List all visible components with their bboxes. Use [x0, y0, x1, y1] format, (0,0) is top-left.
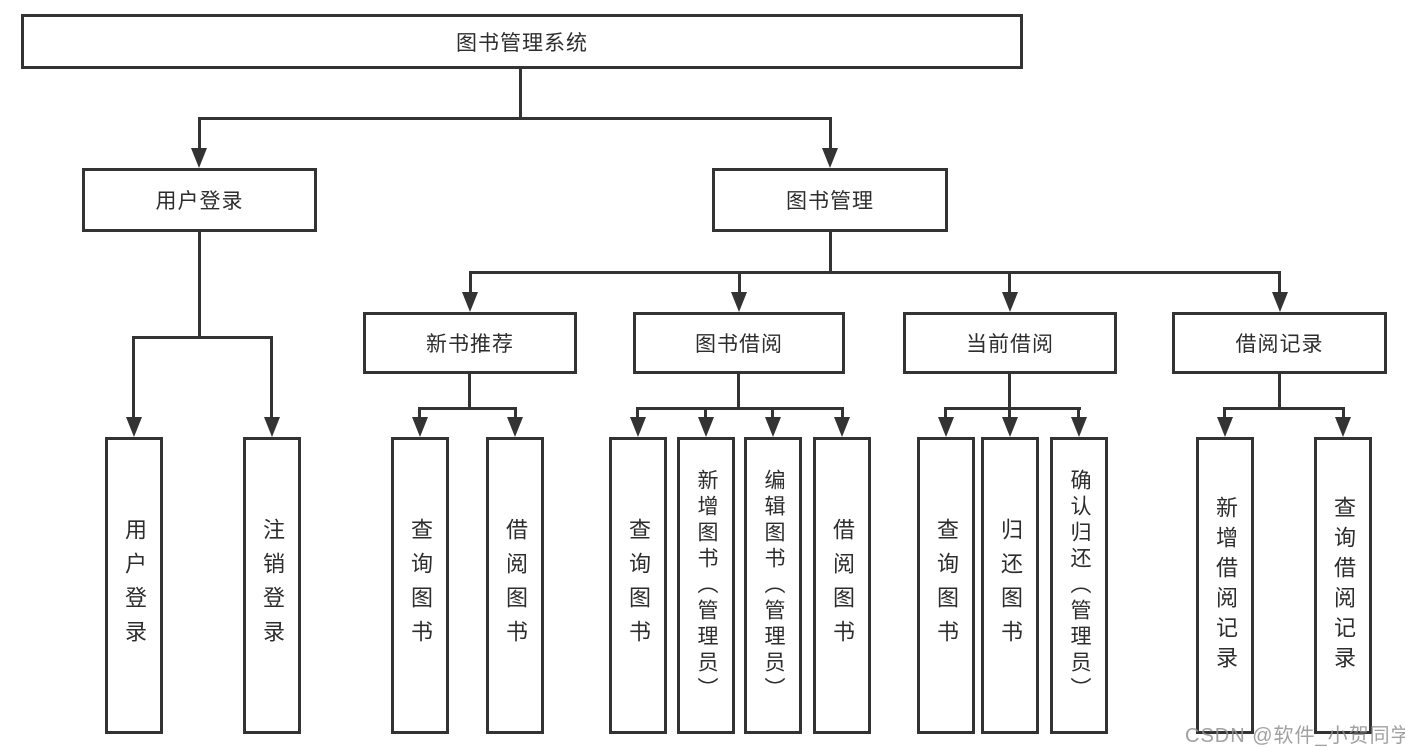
connector-root-stem — [519, 69, 522, 117]
connector-drop-bb-edit — [771, 407, 774, 419]
leaf-user-login: 用户登录 — [105, 437, 163, 734]
arrow-to-rec-query — [1335, 417, 1351, 437]
connector-userlogin-stem — [198, 232, 201, 336]
node-new-book-recommend-label: 新书推荐 — [426, 333, 514, 356]
leaf-borrow-borrow-books: 借阅图书 — [813, 437, 871, 734]
node-root-label: 图书管理系统 — [456, 31, 588, 55]
connector-drop-bookborrow — [738, 271, 741, 294]
node-book-borrow-label: 图书借阅 — [695, 333, 783, 356]
connector-drop-nb-borrow — [514, 407, 517, 419]
leaf-borrow-edit-books-admin: 编辑图书（管理员） — [744, 437, 802, 734]
connector-drop-cb-query — [944, 407, 947, 419]
arrow-to-cb-confirm — [1071, 417, 1087, 437]
connector-currentborrow-stem — [1008, 374, 1011, 407]
arrow-to-newbook — [462, 292, 478, 312]
connector-drop-cb-confirm — [1077, 407, 1080, 419]
arrow-to-leaf-logout — [264, 417, 280, 437]
arrow-to-bb-edit — [765, 417, 781, 437]
connector-newbook-stem — [468, 374, 471, 407]
connector-drop-cb-return — [1008, 407, 1011, 419]
connector-drop-bb-query — [636, 407, 639, 419]
connector-drop-leaf-logout — [270, 336, 273, 419]
connector-currentborrow-bar — [944, 407, 1081, 410]
connector-bookborrow-bar — [636, 407, 844, 410]
node-borrow-records-label: 借阅记录 — [1235, 333, 1324, 356]
arrow-to-book-mgmt — [822, 148, 838, 168]
arrow-to-bookborrow — [731, 292, 747, 312]
leaf-logout-login: 注销登录 — [243, 437, 301, 734]
arrow-to-bb-add — [698, 417, 714, 437]
arrow-to-rec-add — [1217, 417, 1233, 437]
arrow-to-cb-query — [938, 417, 954, 437]
connector-drop-user-login — [198, 117, 201, 150]
arrow-to-nb-query — [412, 417, 428, 437]
leaf-newbook-query-books: 查询图书 — [391, 437, 449, 734]
arrow-to-leaf-login — [126, 417, 142, 437]
leaf-records-add-record: 新增借阅记录 — [1196, 437, 1254, 734]
node-user-login-label: 用户登录 — [155, 190, 244, 213]
connector-drop-newbook — [469, 271, 472, 294]
node-book-management: 图书管理 — [712, 168, 948, 232]
connector-drop-currentborrow — [1008, 271, 1011, 294]
arrow-to-records — [1272, 292, 1288, 312]
connector-root-bar — [198, 117, 832, 120]
arrow-to-nb-borrow — [507, 417, 523, 437]
connector-bookmgmt-stem — [829, 232, 832, 271]
node-new-book-recommend: 新书推荐 — [363, 312, 577, 374]
leaf-current-confirm-return-admin: 确认归还（管理员） — [1050, 437, 1108, 734]
leaf-current-return-books: 归还图书 — [981, 437, 1039, 734]
leaf-borrow-add-books-admin: 新增图书（管理员） — [677, 437, 735, 734]
connector-bookborrow-stem — [737, 374, 740, 407]
connector-drop-leaf-login — [132, 336, 135, 419]
connector-drop-nb-query — [418, 407, 421, 419]
connector-records-bar — [1223, 407, 1345, 410]
connector-drop-bb-add — [704, 407, 707, 419]
leaf-current-query-books: 查询图书 — [917, 437, 975, 734]
arrow-to-user-login — [191, 148, 207, 168]
csdn-watermark: CSDN @软件_小贺同学 — [1185, 725, 1405, 747]
connector-drop-rec-add — [1223, 407, 1226, 419]
connector-bookmgmt-bar — [469, 271, 1281, 274]
connector-drop-records — [1278, 271, 1281, 294]
node-current-borrow-label: 当前借阅 — [966, 333, 1054, 356]
node-borrow-records: 借阅记录 — [1172, 312, 1387, 374]
arrow-to-currentborrow — [1002, 292, 1018, 312]
connector-records-stem — [1278, 374, 1281, 407]
node-current-borrow: 当前借阅 — [903, 312, 1117, 374]
connector-newbook-bar — [418, 407, 517, 410]
arrow-to-bb-query — [630, 417, 646, 437]
connector-userlogin-bar — [132, 336, 273, 339]
connector-drop-bb-borrow — [841, 407, 844, 419]
node-book-management-label: 图书管理 — [786, 190, 874, 213]
node-user-login: 用户登录 — [82, 168, 317, 232]
arrow-to-cb-return — [1002, 417, 1018, 437]
node-book-borrow: 图书借阅 — [633, 312, 845, 374]
leaf-records-query-record: 查询借阅记录 — [1314, 437, 1372, 734]
node-root: 图书管理系统 — [21, 14, 1023, 69]
arrow-to-bb-borrow — [834, 417, 850, 437]
connector-drop-rec-query — [1342, 407, 1345, 419]
leaf-newbook-borrow-books: 借阅图书 — [486, 437, 544, 734]
leaf-borrow-query-books: 查询图书 — [609, 437, 667, 734]
connector-drop-book-mgmt — [829, 117, 832, 150]
